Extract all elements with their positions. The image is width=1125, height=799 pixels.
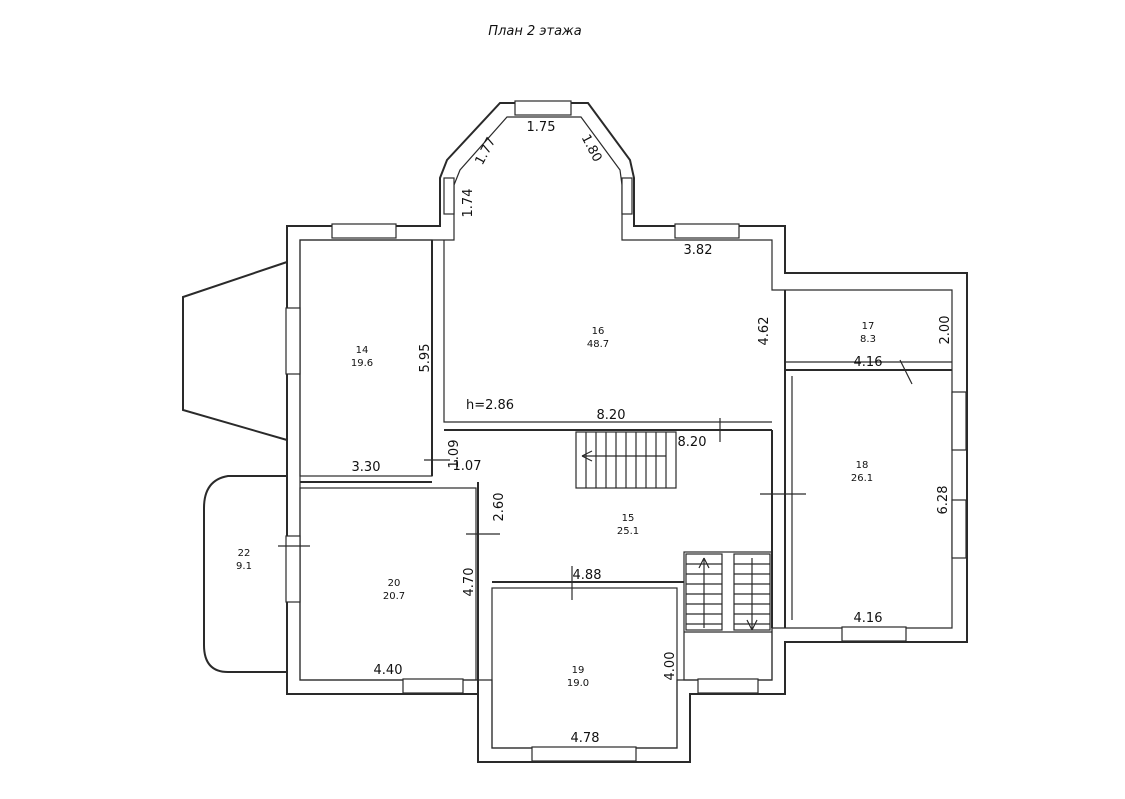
dim-room16-bottom: 8.20: [597, 408, 626, 423]
stairwell-box: [683, 551, 773, 681]
window: [531, 746, 637, 762]
dim-bay-left-side: 1.74: [461, 189, 476, 218]
dim-hall-top: 8.20: [678, 435, 707, 450]
window: [402, 678, 464, 694]
window: [841, 626, 907, 642]
dim-room16-right: 4.62: [757, 317, 772, 346]
room-16-area: 48.7: [587, 339, 609, 350]
window: [285, 535, 301, 603]
dim-hall-left: 2.60: [492, 493, 507, 522]
dim-door-small-v: 1.09: [447, 440, 462, 469]
dim-room17-right: 2.00: [938, 316, 953, 345]
room-22-area: 9.1: [236, 561, 252, 572]
room-18-number: 18: [856, 460, 869, 471]
window: [674, 223, 740, 239]
arrow-down-icon: [746, 619, 758, 631]
windows: [285, 100, 967, 762]
stairs-lower: [685, 553, 771, 631]
room-15-number: 15: [622, 513, 635, 524]
dim-room14-right: 5.95: [418, 344, 433, 373]
dim-room18-bottom: 4.16: [854, 611, 883, 626]
room-16-number: 16: [592, 326, 605, 337]
plan-title: План 2 этажа: [488, 24, 581, 39]
room-20-number: 20: [388, 578, 401, 589]
dim-bay-top: 1.75: [527, 120, 556, 135]
window: [951, 499, 967, 559]
window: [697, 678, 759, 694]
dim-room19-bottom: 4.78: [571, 731, 600, 746]
room-19-area: 19.0: [567, 678, 589, 689]
arrow-left-icon: [581, 450, 593, 462]
doors: [278, 359, 913, 600]
room-17-number: 17: [862, 321, 875, 332]
dim-door-small-h: 1.07: [453, 459, 482, 474]
window: [285, 307, 301, 375]
room-22-number: 22: [238, 548, 251, 559]
room-14-area: 19.6: [351, 358, 373, 369]
dim-bay-right-diag: 1.80: [578, 132, 605, 165]
window: [621, 177, 633, 215]
room-20-area: 20.7: [383, 591, 405, 602]
room-19-number: 19: [572, 665, 585, 676]
dim-room16-top: 3.82: [684, 243, 713, 258]
balconies: [182, 261, 288, 673]
dim-room18-right: 6.28: [936, 486, 951, 515]
room-17-area: 8.3: [860, 334, 876, 345]
door-mark: [899, 359, 913, 385]
window: [514, 100, 572, 116]
dim-room14-bottom: 3.30: [352, 460, 381, 475]
window: [443, 177, 455, 215]
balcony-22: [203, 475, 287, 673]
dim-room19-right: 4.00: [663, 652, 678, 681]
dim-room20-bottom: 4.40: [374, 663, 403, 678]
window: [331, 223, 397, 239]
dim-room17-bottom: 4.16: [854, 355, 883, 370]
room-19-wall: [491, 587, 678, 749]
room-16-wall: [443, 240, 772, 423]
room-15-area: 25.1: [617, 526, 639, 537]
arrow-up-icon: [698, 557, 710, 569]
dimension-labels: 1.75 1.77 1.80 1.74 3.82 4.62 h=2.86 8.2…: [352, 120, 953, 746]
outer-wall: [286, 102, 968, 763]
dim-bay-left-diag: 1.77: [472, 135, 499, 168]
dim-ceiling-height: h=2.86: [466, 398, 514, 413]
dim-room20-right: 4.70: [462, 568, 477, 597]
room-18-area: 26.1: [851, 473, 873, 484]
stairs-upper: [575, 431, 677, 489]
walls: [286, 102, 968, 763]
room-labels: 14 19.6 15 25.1 16 48.7 17 8.3 18 26.1 1…: [236, 321, 876, 689]
window: [951, 391, 967, 451]
balcony-left-upper: [182, 261, 288, 441]
room-14-number: 14: [356, 345, 369, 356]
dim-room19-top: 4.88: [573, 568, 602, 583]
